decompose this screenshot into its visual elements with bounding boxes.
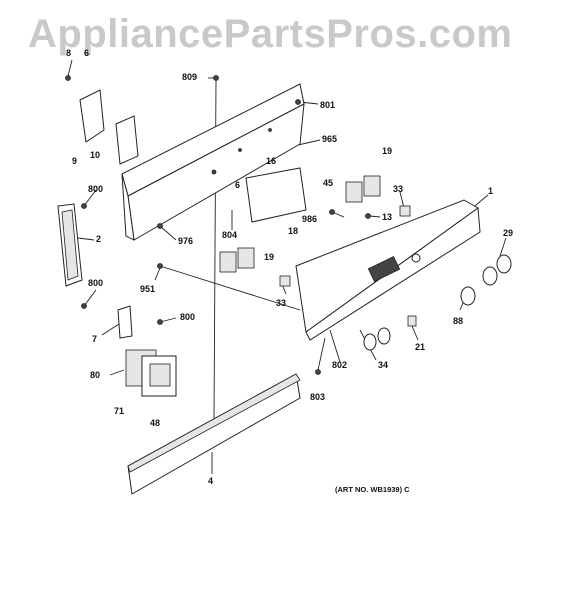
callout-label: 1 [488,186,494,196]
callout-label: 29 [503,228,514,238]
control-knobs [279,205,512,351]
callout-label: 9 [72,156,78,166]
left-brackets [79,89,139,165]
callout-label: 19 [382,146,393,156]
control-board-bracket [245,167,307,223]
callout-label: 6 [84,48,90,58]
relay-modules [219,175,381,273]
callout-label: 34 [378,360,389,370]
callout-label: 88 [453,316,464,326]
callout-label: 801 [320,100,336,110]
callout-label: 803 [310,392,326,402]
callout-label: 804 [222,230,238,240]
callout-label: 4 [208,476,214,486]
callout-label: 7 [92,334,98,344]
control-backsplash-panel [121,83,305,241]
lower-trim-strip [127,373,301,495]
callout-label: 33 [276,298,287,308]
callout-label: 800 [88,184,104,194]
callout-label: 33 [393,184,404,194]
callout-label: 18 [288,226,299,236]
callout-label: 71 [114,406,125,416]
callout-label: 2 [96,234,102,244]
watermark-text: AppliancePartsPros.com [28,12,513,56]
callout-label: 10 [90,150,101,160]
callout-label: 802 [332,360,348,370]
callout-label: 986 [302,214,318,224]
callout-label: 809 [182,72,198,82]
lower-components [117,305,177,397]
callout-label: 965 [322,134,338,144]
front-control-panel [295,199,481,341]
callout-label: 13 [382,212,393,222]
art-number: (ART NO. WB1939) C [335,485,410,494]
callout-label: 45 [323,178,334,188]
callout-label: 48 [150,418,161,428]
callout-label: 16 [266,156,277,166]
callout-label: 21 [415,342,426,352]
callout-label: 19 [264,252,275,262]
left-end-cap [57,203,83,287]
screws [65,75,371,375]
callout-label: 8 [66,48,72,58]
callout-label: 80 [90,370,101,380]
callout-label: 951 [140,284,156,294]
callout-label: 800 [88,278,104,288]
callout-label: 976 [178,236,194,246]
callout-label: 6 [235,180,241,190]
callout-label: 800 [180,312,196,322]
